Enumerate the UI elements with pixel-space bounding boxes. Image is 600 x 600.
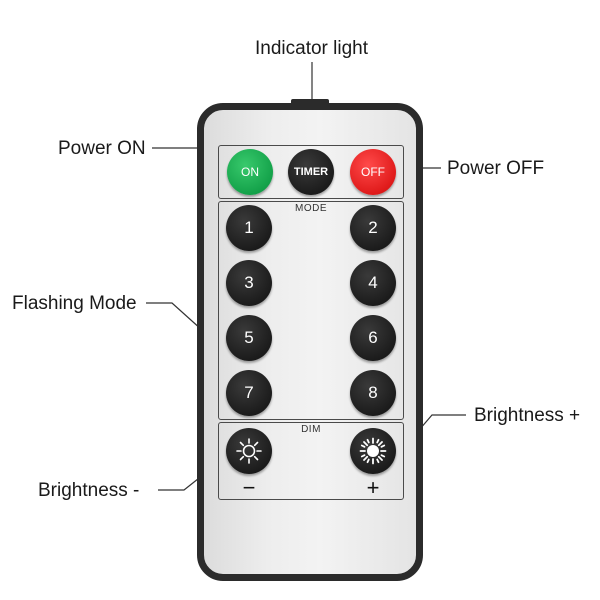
label-brightness-plus: Brightness +	[474, 405, 581, 426]
dim-plus-sign: +	[366, 475, 380, 500]
mode-button-5[interactable]: 5	[226, 315, 272, 361]
sun-outline-icon	[236, 438, 262, 464]
off-button[interactable]: OFF	[350, 149, 396, 195]
dim-panel	[218, 422, 404, 500]
power-panel	[218, 145, 404, 199]
timer-button-label: TIMER	[293, 166, 329, 178]
label-power-off: Power OFF	[447, 158, 545, 179]
mode-button-2[interactable]: 2	[350, 205, 396, 251]
sun-filled-icon	[359, 437, 387, 465]
timer-button[interactable]: TIMER	[288, 149, 334, 195]
mode-button-4[interactable]: 4	[350, 260, 396, 306]
mode-panel	[218, 201, 404, 420]
mode-button-6[interactable]: 6	[350, 315, 396, 361]
mode-caption: MODE	[295, 203, 327, 214]
mode-button-8[interactable]: 8	[350, 370, 396, 416]
dim-caption: DIM	[301, 424, 321, 435]
label-power-on: Power ON	[58, 138, 146, 159]
label-brightness-minus: Brightness -	[38, 480, 140, 501]
off-button-label: OFF	[361, 165, 385, 179]
dim-minus-sign: −	[242, 475, 256, 500]
indicator-light	[291, 99, 329, 105]
brightness-minus-button[interactable]	[226, 428, 272, 474]
on-button-label: ON	[241, 165, 259, 179]
on-button[interactable]: ON	[227, 149, 273, 195]
label-indicator-light: Indicator light	[255, 38, 369, 59]
mode-button-3[interactable]: 3	[226, 260, 272, 306]
mode-button-7[interactable]: 7	[226, 370, 272, 416]
mode-button-1[interactable]: 1	[226, 205, 272, 251]
label-flashing-mode: Flashing Mode	[12, 293, 137, 314]
brightness-plus-button[interactable]	[350, 428, 396, 474]
